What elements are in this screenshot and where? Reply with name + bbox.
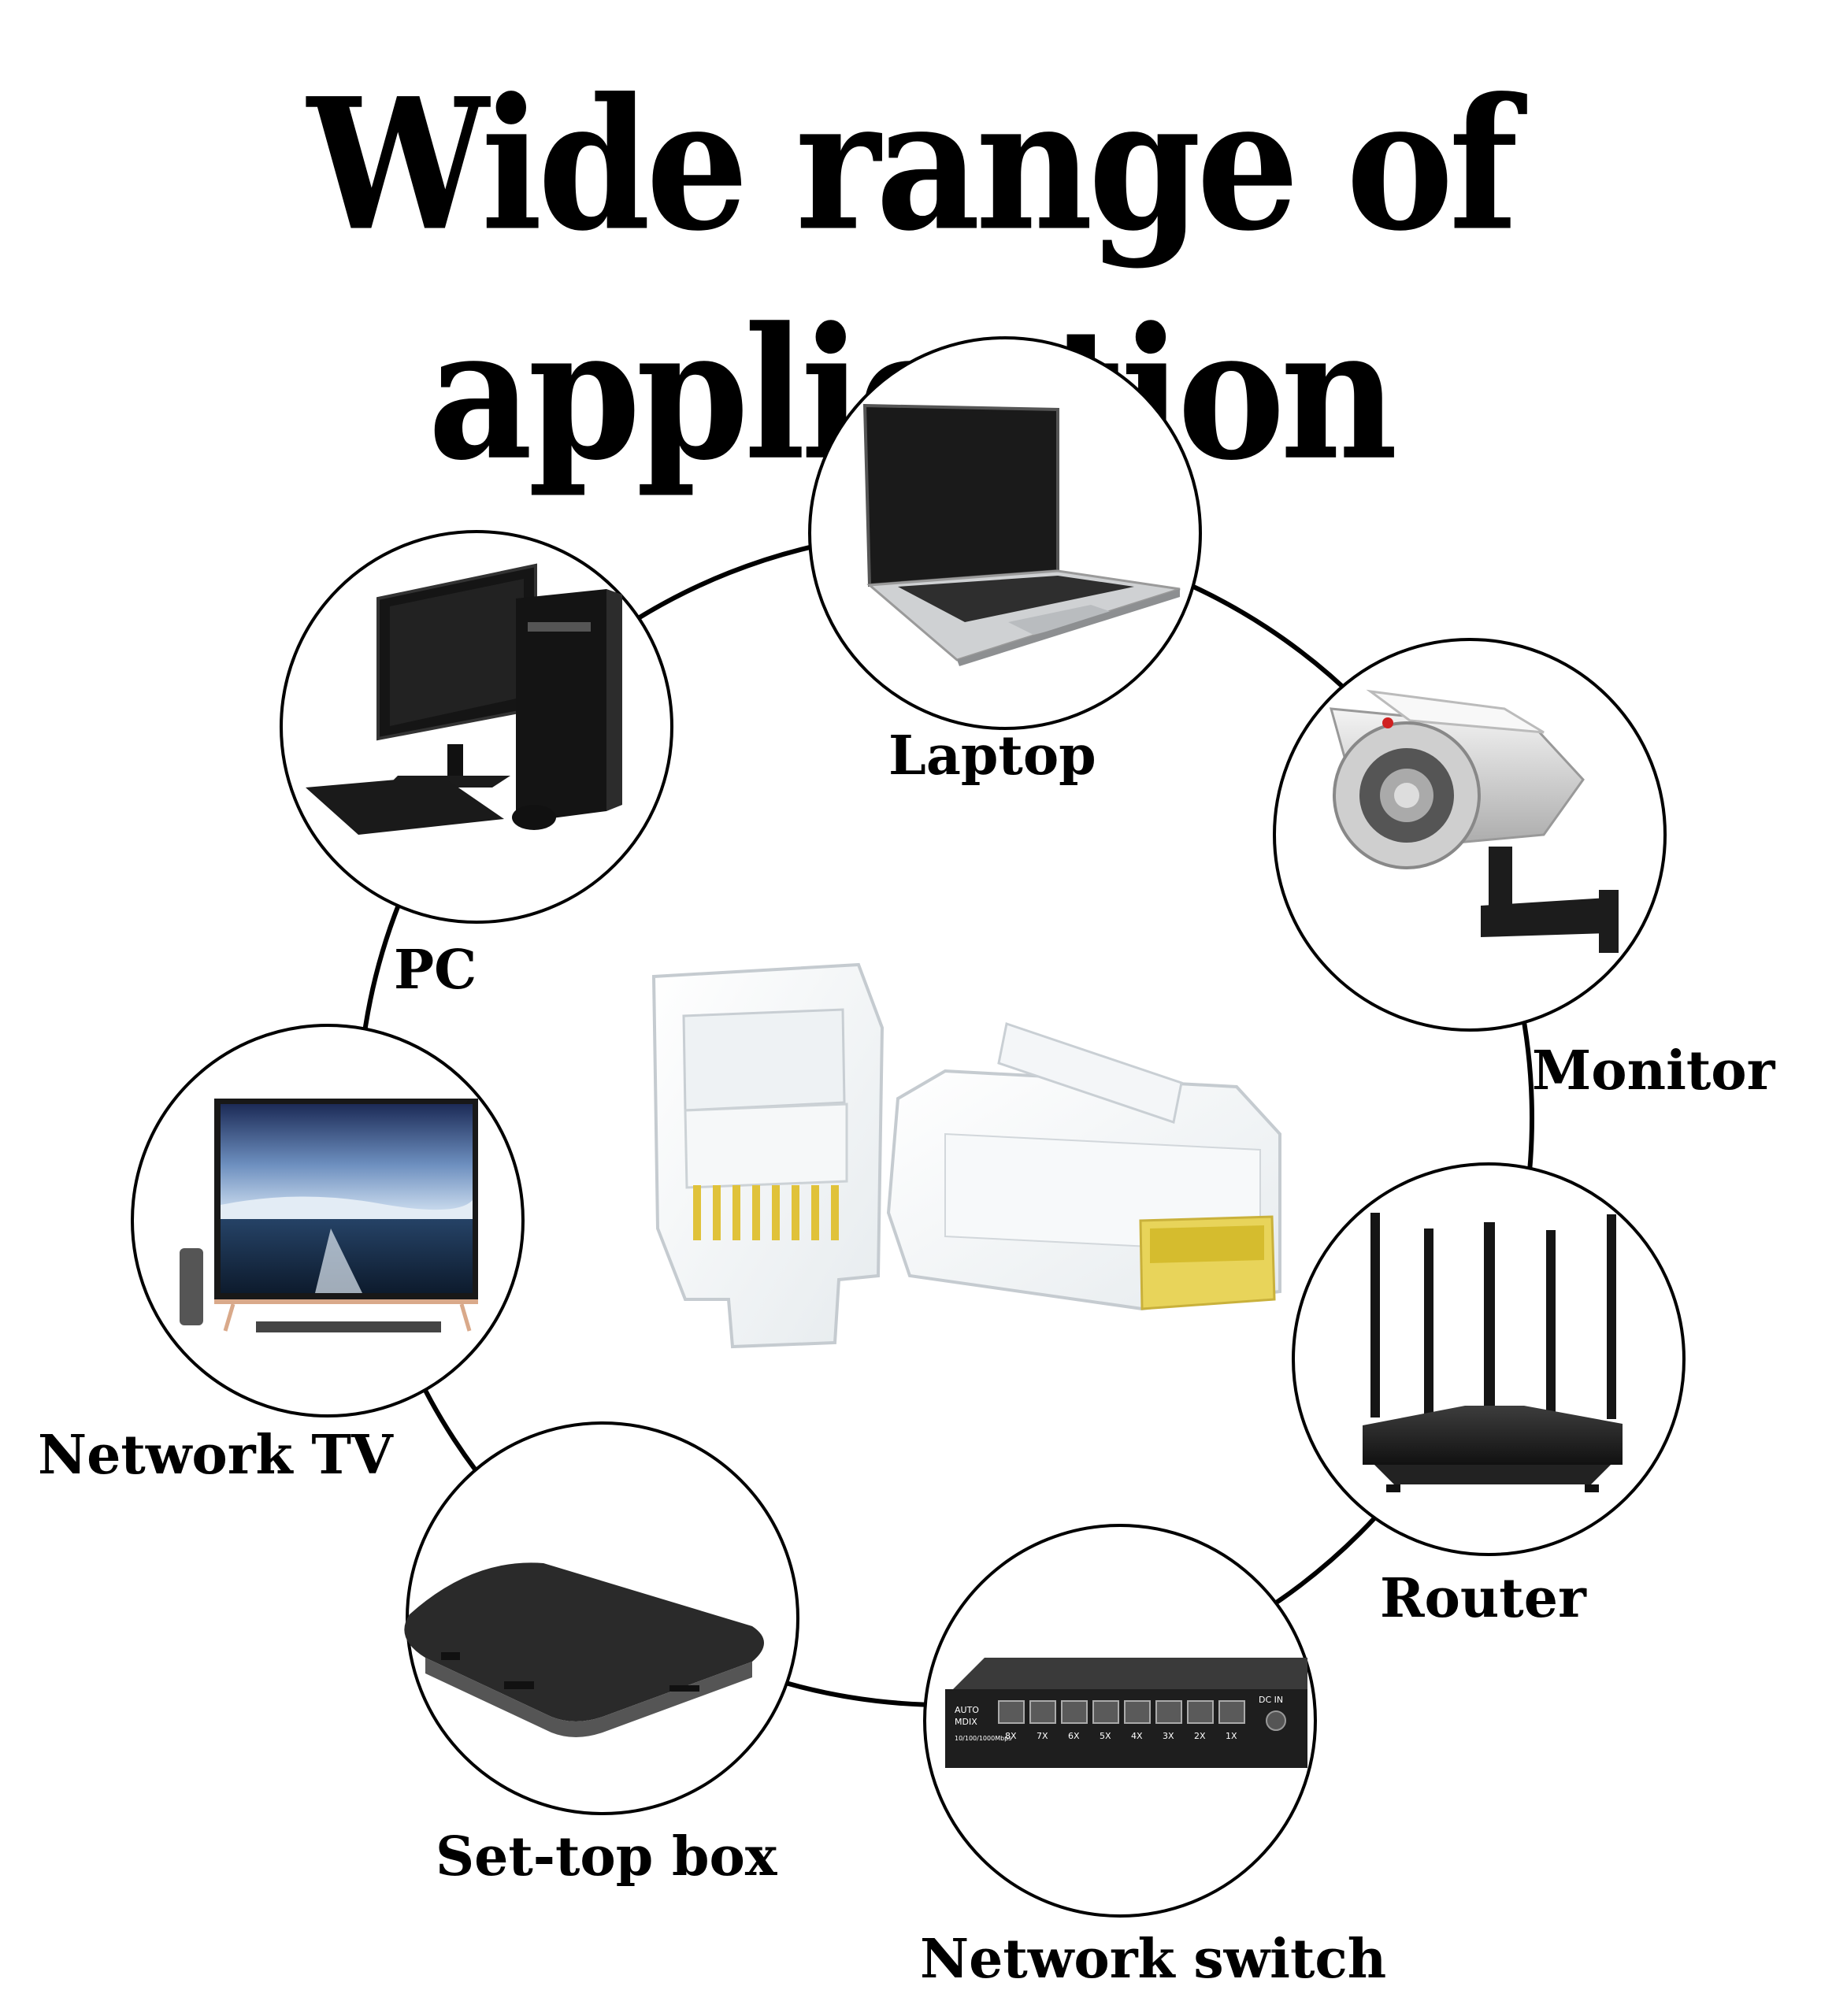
switch-port xyxy=(1218,1700,1245,1724)
switch-mdix-label: MDIX xyxy=(955,1717,977,1727)
label-pc: PC xyxy=(394,939,477,1002)
switch-port-label: 8X xyxy=(1005,1731,1017,1741)
label-network-switch: Network switch xyxy=(920,1928,1387,1991)
switch-port-label: 5X xyxy=(1100,1731,1111,1741)
label-set-top-box: Set-top box xyxy=(436,1825,777,1888)
switch-port-label: 6X xyxy=(1068,1731,1080,1741)
switch-port xyxy=(1187,1700,1214,1724)
label-laptop: Laptop xyxy=(888,724,1096,788)
switch-port xyxy=(998,1700,1025,1724)
set-top-box-icon xyxy=(404,1421,799,1815)
rj45-connector-icon xyxy=(651,962,1281,1349)
desktop-pc-icon xyxy=(280,530,673,924)
switch-speed-label: 10/100/1000Mbps xyxy=(955,1735,1011,1742)
label-network-tv: Network TV xyxy=(38,1424,393,1487)
switch-port xyxy=(1092,1700,1119,1724)
label-monitor: Monitor xyxy=(1532,1040,1775,1102)
switch-port xyxy=(1155,1700,1182,1724)
network-switch-icon: 8X 7X 6X 5X 4X 3X 2X 1X AUTO MDIX 10/100/1000Mb… xyxy=(923,1524,1317,1918)
label-router: Router xyxy=(1380,1567,1586,1630)
switch-port-label: 2X xyxy=(1194,1731,1206,1741)
switch-port-label: 3X xyxy=(1163,1731,1174,1741)
switch-auto-label: AUTO xyxy=(955,1705,979,1715)
laptop-icon xyxy=(808,336,1202,730)
television-icon xyxy=(131,1024,525,1418)
switch-port-label: 4X xyxy=(1131,1731,1143,1741)
switch-dc-label: DC IN xyxy=(1259,1695,1283,1705)
rj45-contact-pins xyxy=(693,1185,839,1240)
switch-port-row: 8X 7X 6X 5X 4X 3X 2X 1X xyxy=(998,1700,1245,1741)
security-camera-icon xyxy=(1273,638,1667,1032)
switch-port xyxy=(1061,1700,1088,1724)
wifi-router-icon xyxy=(1292,1162,1686,1556)
switch-port-label: 1X xyxy=(1226,1731,1237,1741)
switch-port xyxy=(1124,1700,1151,1724)
switch-port xyxy=(1029,1700,1056,1724)
switch-port-label: 7X xyxy=(1037,1731,1048,1741)
